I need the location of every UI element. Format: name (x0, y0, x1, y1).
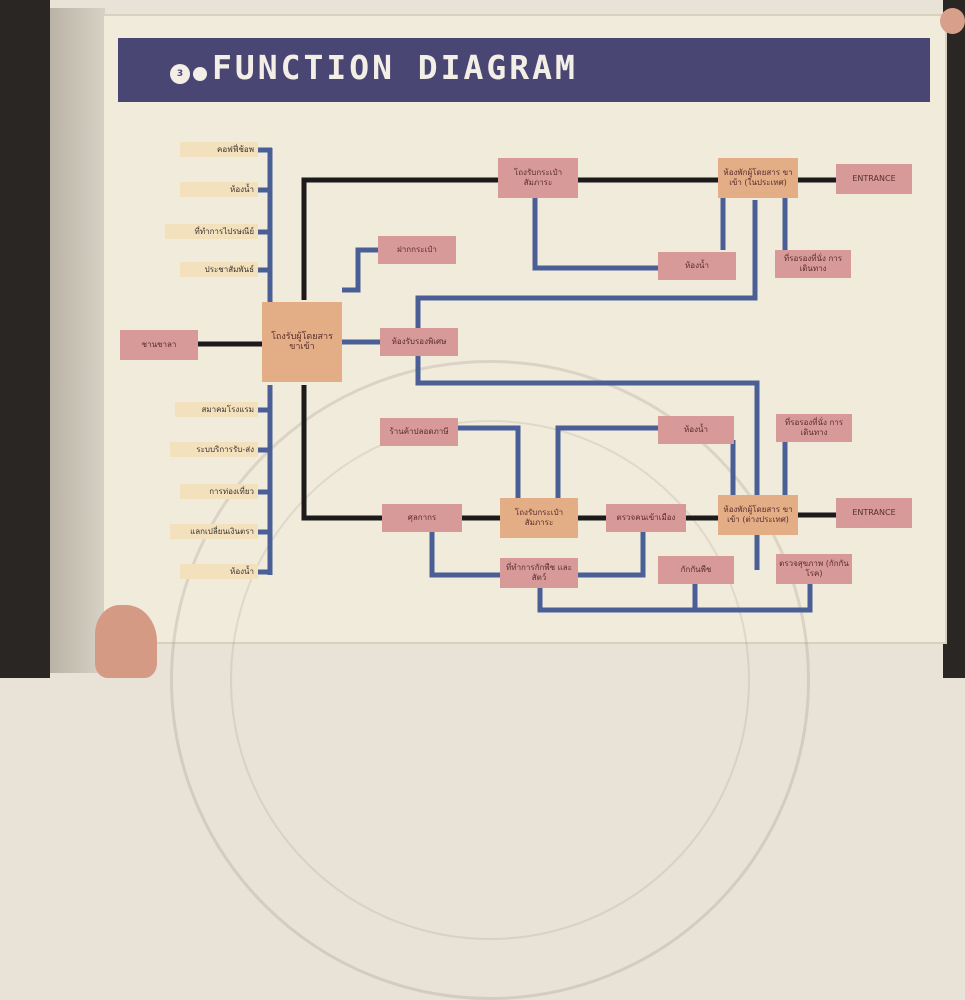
label-currency-exchange: แลกเปลี่ยนเงินตรา (170, 524, 258, 539)
box-health-check: ตรวจสุขภาพ (กักกันโรค) (776, 554, 852, 584)
box-passenger-lounge-domestic: ห้องพักผู้โดยสาร ขาเข้า (ในประเทศ) (718, 158, 798, 198)
wall-right (943, 0, 965, 678)
hand-top-right (940, 8, 965, 34)
box-platform: ชานชาลา (120, 330, 198, 360)
board-frame (50, 8, 105, 673)
black-connectors (198, 177, 836, 521)
title-bullet (193, 67, 207, 81)
box-seating-domestic: ที่รอรองที่นั่ง การเดินทาง (775, 250, 851, 278)
title-banner (118, 38, 930, 102)
box-immigration: ตรวจคนเข้าเมือง (606, 504, 686, 532)
box-vip-lounge: ห้องรับรองพิเศษ (380, 328, 458, 356)
section-number: 3 (170, 64, 190, 84)
box-restroom-international: ห้องน้ำ (658, 416, 734, 444)
wall-left (0, 0, 50, 678)
box-baggage-claim-international: โถงรับกระเป๋า สัมภาระ (500, 498, 578, 538)
box-plant-quarantine: กักกันพืช (658, 556, 734, 584)
box-restroom-domestic: ห้องน้ำ (658, 252, 736, 280)
page-title: FUNCTION DIAGRAM (212, 48, 578, 87)
label-public-relations: ประชาสัมพันธ์ (180, 262, 258, 277)
label-shuttle-service: ระบบริการรับ-ส่ง (170, 442, 258, 457)
label-tourism: การท่องเที่ยว (180, 484, 258, 499)
box-entrance-international: ENTRANCE (836, 498, 912, 528)
label-coffee-shop: คอฟฟี่ช้อพ (180, 142, 258, 157)
label-restroom-bottom: ห้องน้ำ (180, 564, 258, 579)
box-baggage-claim-domestic: โถงรับกระเป๋า สัมภาระ (498, 158, 578, 198)
box-passenger-lounge-international: ห้องพักผู้โดยสาร ขาเข้า (ต่างประเทศ) (718, 495, 798, 535)
box-seating-international: ที่รอรองที่นั่ง การเดินทาง (776, 414, 852, 442)
box-arrival-hall: โถงรับผู้โดยสาร ขาเข้า (262, 302, 342, 382)
box-duty-free: ร้านค้าปลอดภาษี (380, 418, 458, 446)
label-hotel-association: สมาคมโรงแรม (175, 402, 258, 417)
label-restroom-top: ห้องน้ำ (180, 182, 258, 197)
box-entrance-domestic: ENTRANCE (836, 164, 912, 194)
box-customs: ศุลกากร (382, 504, 462, 532)
label-post-office: ที่ทำการไปรษณีย์ (165, 224, 258, 239)
box-quarantine-office: ที่ทำการกักพืช และสัตว์ (500, 558, 578, 588)
box-luggage-deposit: ฝากกระเป๋า (378, 236, 456, 264)
hand-bottom-left (95, 605, 157, 678)
